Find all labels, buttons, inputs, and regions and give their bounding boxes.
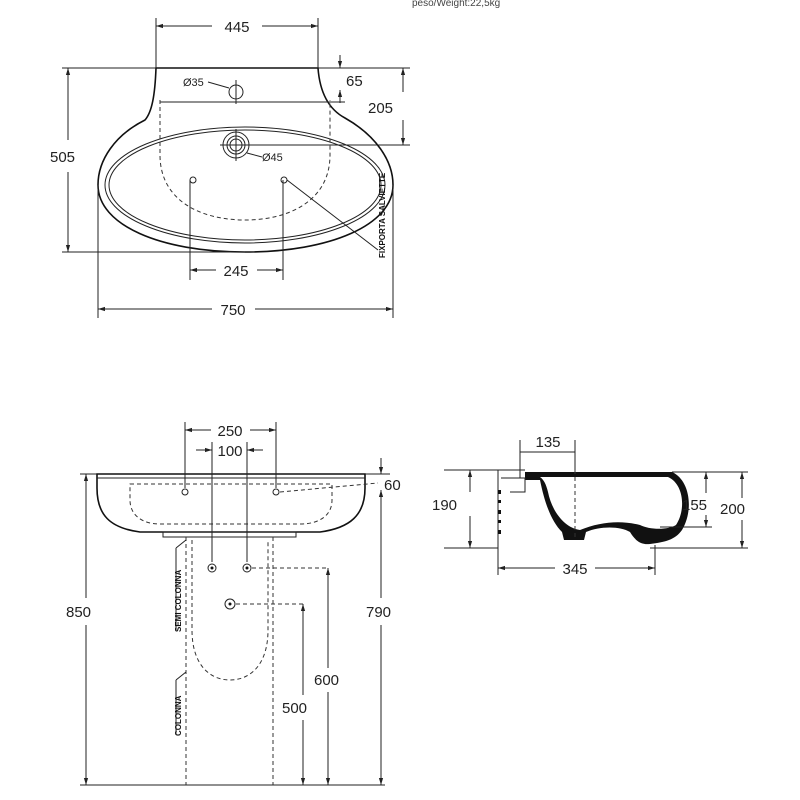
dim-250: 250 (217, 423, 242, 440)
dim-500: 500 (282, 700, 307, 717)
dim-850: 850 (66, 604, 91, 621)
dim-790: 790 (366, 604, 391, 621)
semi-column-label: SEMI COLONNA (174, 570, 183, 632)
dim-200: 200 (720, 501, 745, 518)
dim-750: 750 (220, 302, 245, 319)
top-view: 445 Ø35 65 205 505 Ø45 FIXPORTA SALVIETT… (50, 18, 410, 319)
drain-left (207, 563, 217, 573)
front-basin (96, 473, 366, 533)
hidden-outline-top (159, 100, 331, 221)
dim-60: 60 (384, 477, 401, 494)
column-label: COLONNA (174, 695, 183, 736)
inner-bowl (104, 126, 386, 244)
weight-label: peso/Weight:22,5kg (412, 0, 500, 9)
dim-245: 245 (223, 263, 248, 280)
side-view: 135 190 155 200 345 (432, 434, 748, 578)
dim-190: 190 (432, 497, 457, 514)
fixing-hole-right (280, 176, 288, 184)
semi-column (191, 540, 269, 681)
hole-small-label: Ø35 (183, 77, 204, 89)
hole-large-label: Ø45 (262, 152, 283, 164)
dim-65: 65 (346, 73, 363, 90)
dim-100: 100 (217, 443, 242, 460)
basin-outline (97, 67, 394, 253)
dim-445: 445 (224, 19, 249, 36)
fixing-label: FIXPORTA SALVIETTE (378, 172, 387, 258)
dim-205: 205 (368, 100, 393, 117)
front-view: 250 100 60 850 790 600 500 SEMI COLONNA (66, 422, 401, 786)
dim-155: 155 (682, 497, 707, 514)
fixing-hole-left (189, 176, 197, 184)
dim-505: 505 (50, 149, 75, 166)
waste-center (224, 598, 236, 610)
dim-600: 600 (314, 672, 339, 689)
dim-135: 135 (535, 434, 560, 451)
column (185, 537, 274, 785)
dim-345: 345 (562, 561, 587, 578)
drain-right (242, 563, 252, 573)
